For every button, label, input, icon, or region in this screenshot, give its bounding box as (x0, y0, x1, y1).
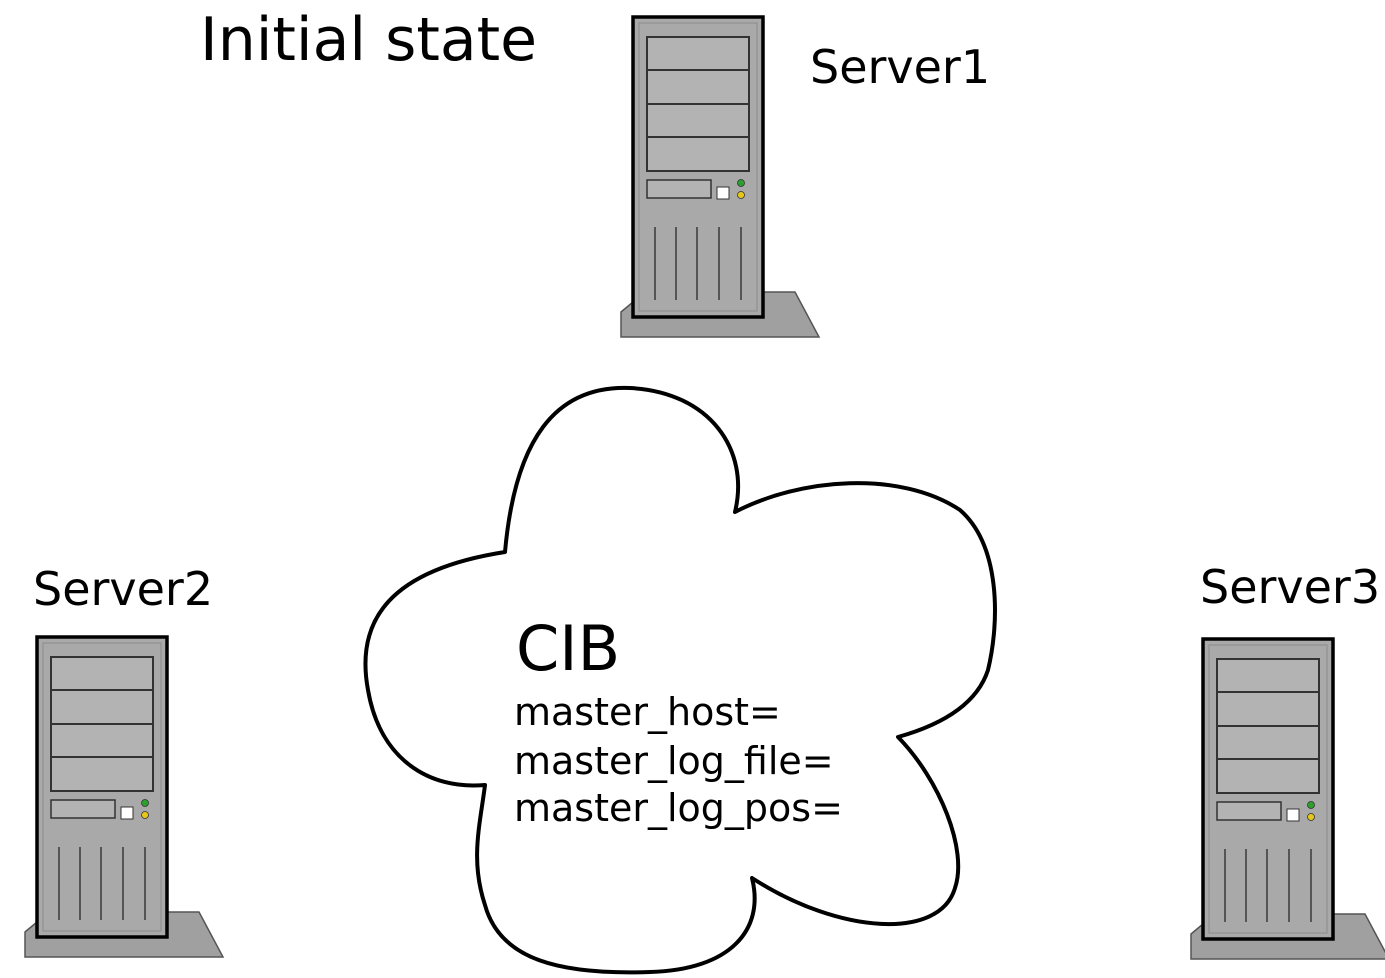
cib-title: CIB (516, 612, 621, 685)
server-tower-icon (1189, 637, 1385, 961)
server-tower-icon (619, 15, 821, 339)
server2-label: Server2 (33, 562, 214, 616)
diagram-title: Initial state (200, 5, 538, 75)
server-tower-icon (23, 635, 225, 959)
cib-field-master-host: master_host= (514, 690, 781, 734)
server1-label: Server1 (810, 40, 991, 94)
cib-field-master-log-pos: master_log_pos= (514, 786, 843, 830)
cib-field-master-log-file: master_log_file= (514, 739, 834, 783)
server3-label: Server3 (1200, 560, 1381, 614)
cloud-icon (363, 385, 997, 975)
